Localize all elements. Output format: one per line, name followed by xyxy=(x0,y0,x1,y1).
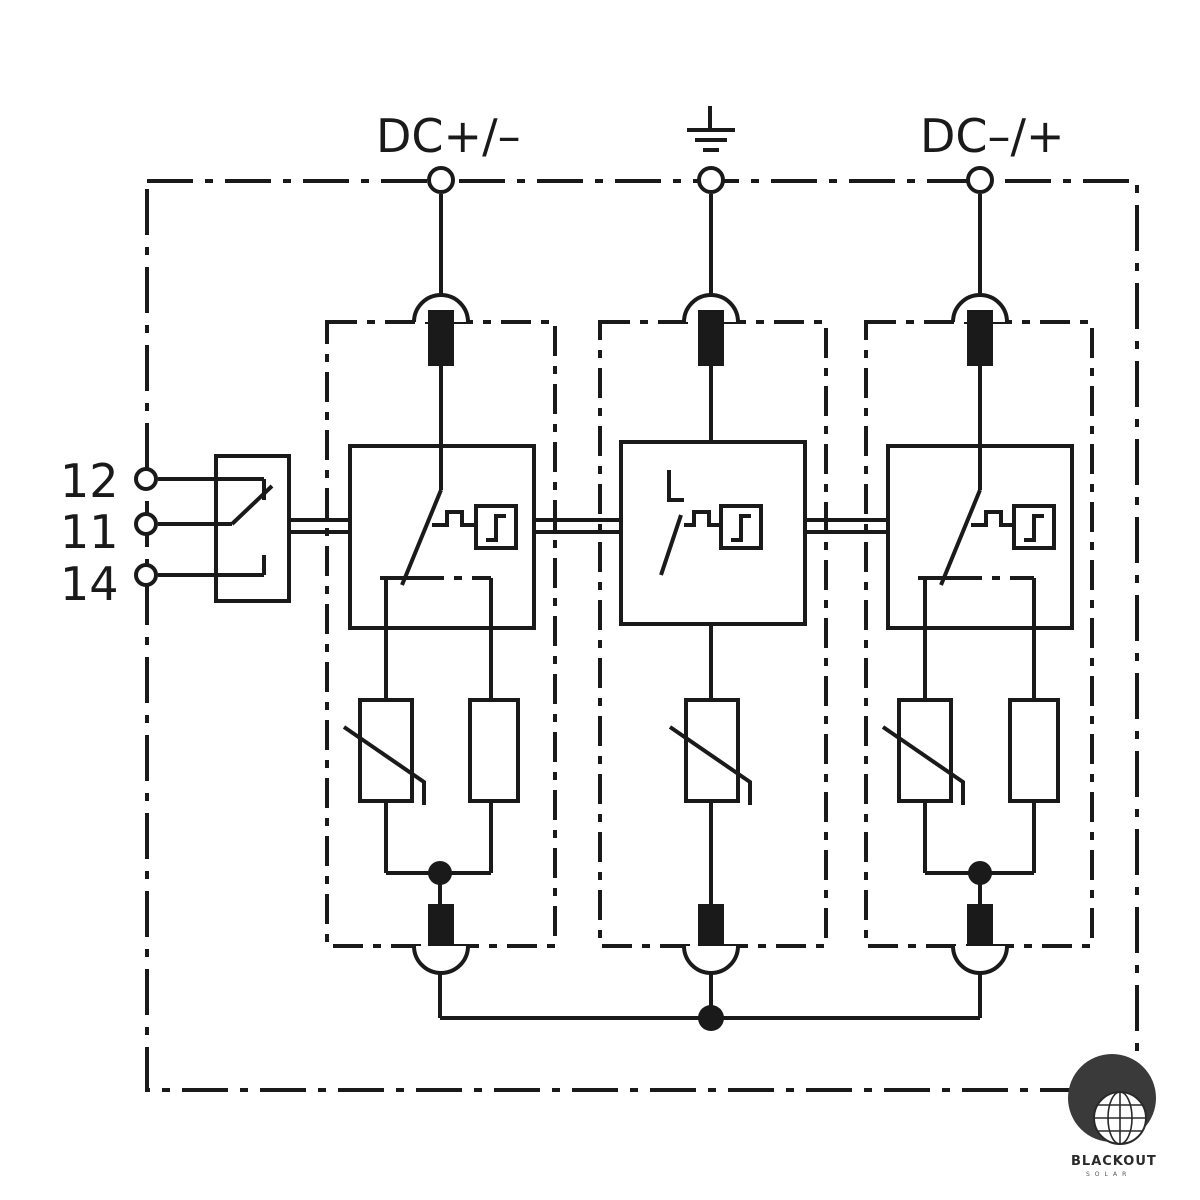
module-left-enclosure xyxy=(325,320,557,948)
module-left xyxy=(325,166,557,1018)
earth-ground-icon xyxy=(687,106,735,152)
terminal-12[interactable] xyxy=(134,467,158,491)
module-center xyxy=(598,166,828,1018)
varistor-center xyxy=(684,698,740,803)
blackout-logo: BLACKOUT SOLAR xyxy=(1068,1054,1157,1178)
module-center-enclosure xyxy=(598,320,828,948)
terminal-11[interactable] xyxy=(134,512,158,536)
remote-signal-contact xyxy=(134,454,291,603)
label-contact-12: 12 xyxy=(60,454,119,508)
mechanical-linkage xyxy=(289,518,888,534)
spark-gap-right xyxy=(1008,698,1060,803)
globe-icon xyxy=(1094,1091,1146,1145)
terminal-dc-minus[interactable] xyxy=(966,166,994,194)
logo-brand: BLACKOUT xyxy=(1071,1154,1157,1169)
varistor-left xyxy=(358,698,414,803)
module-right xyxy=(864,166,1094,1018)
spark-gap-left xyxy=(468,698,520,803)
varistor-right xyxy=(897,698,953,803)
terminal-14[interactable] xyxy=(134,563,158,587)
logo-sub: SOLAR xyxy=(1086,1171,1131,1178)
terminal-dc-plus[interactable] xyxy=(427,166,455,194)
label-dc-minus-plus: DC–/+ xyxy=(920,109,1065,163)
terminal-ground[interactable] xyxy=(697,166,725,194)
bottom-bus xyxy=(440,1005,980,1031)
module-right-enclosure xyxy=(864,320,1094,948)
label-contact-11: 11 xyxy=(60,505,119,559)
outer-enclosure xyxy=(145,179,1139,1092)
label-dc-plus-minus: DC+/– xyxy=(376,109,521,163)
label-contact-14: 14 xyxy=(60,557,119,611)
